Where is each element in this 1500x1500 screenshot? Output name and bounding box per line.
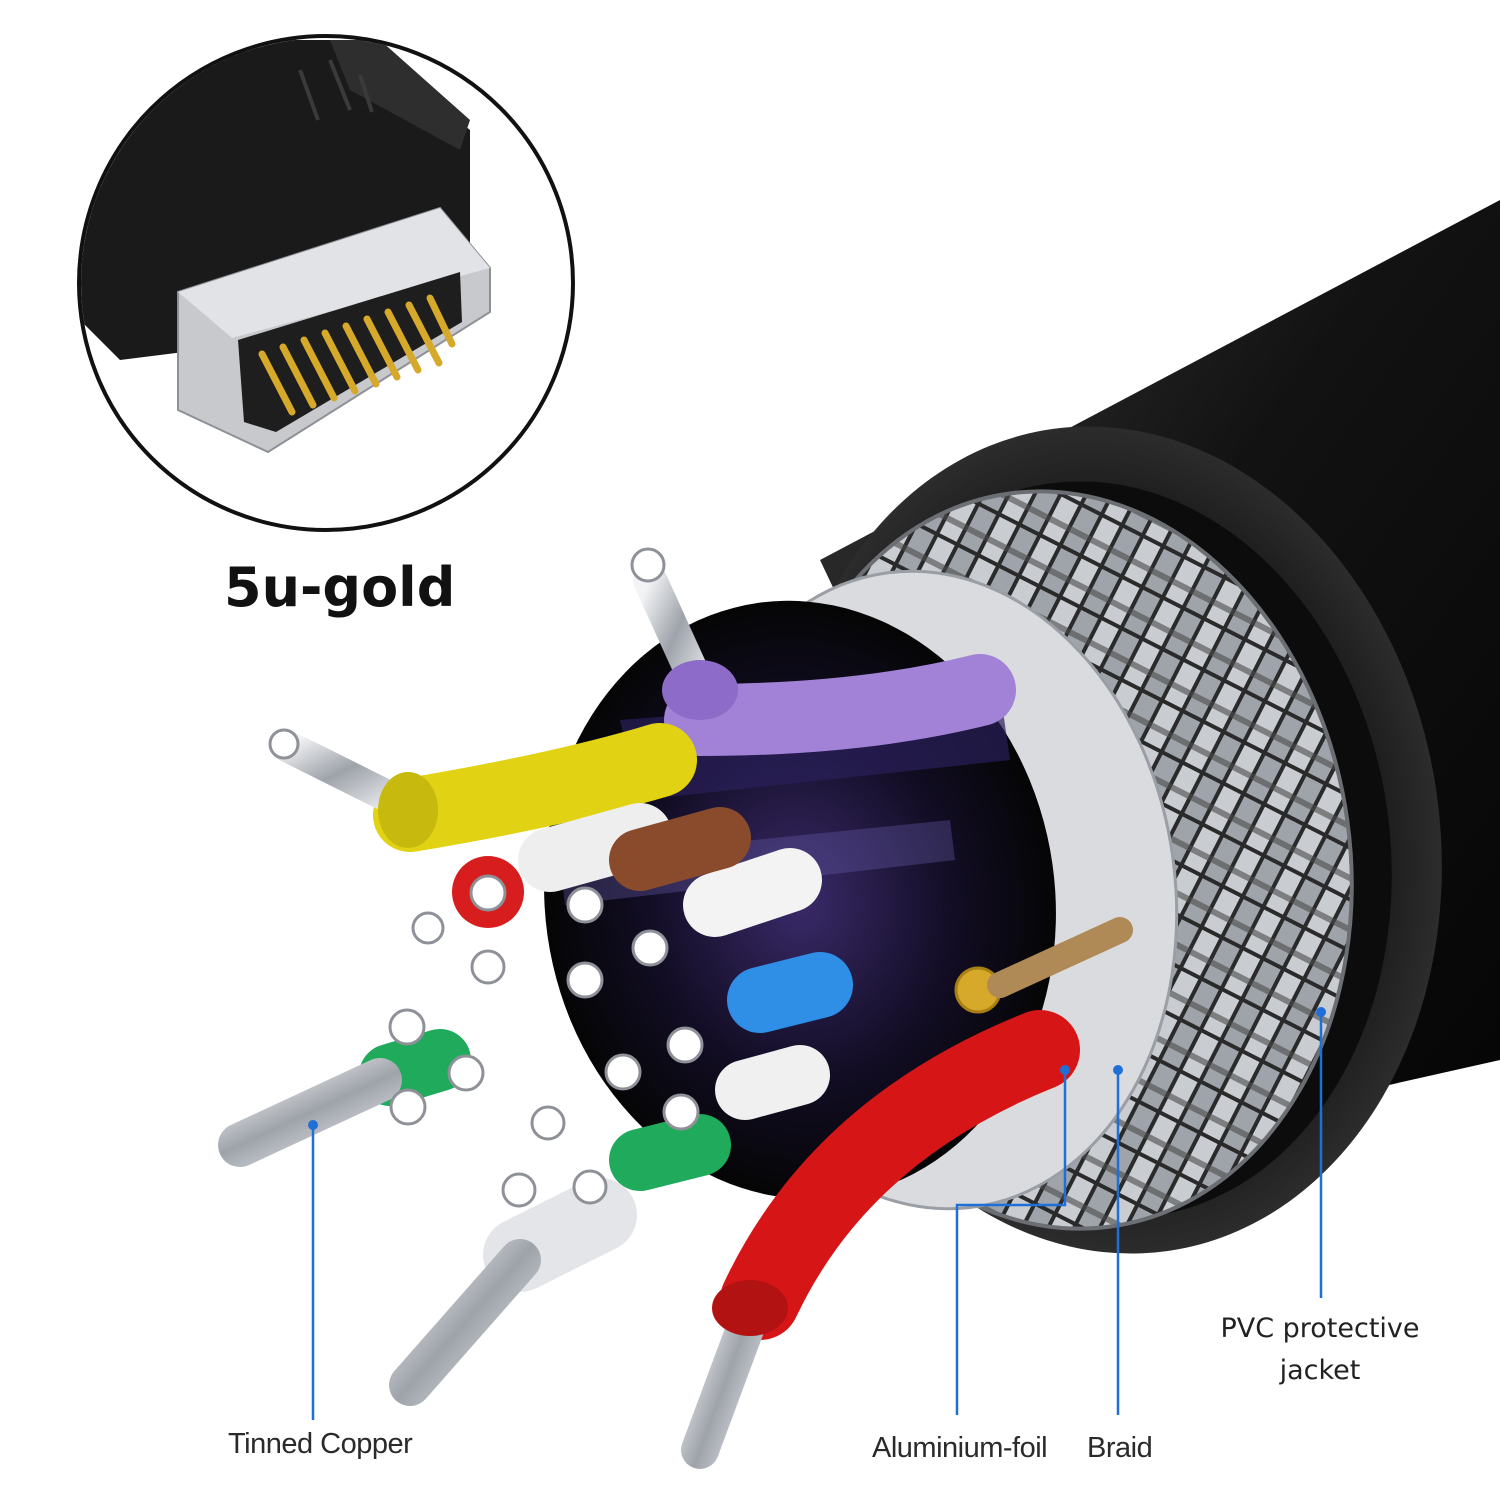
pvc-jacket-label-line2: jacket (1200, 1350, 1440, 1392)
aluminium-foil-label: Aluminium-foil (872, 1432, 1047, 1465)
connector-inset (79, 36, 573, 530)
gold-plating-label: 5u-gold (224, 556, 455, 619)
tinned-copper-label: Tinned Copper (228, 1428, 412, 1461)
pvc-jacket-label: PVC protective jacket (1200, 1308, 1440, 1392)
pvc-jacket-label-line1: PVC protective (1200, 1308, 1440, 1350)
braid-label: Braid (1087, 1432, 1152, 1465)
